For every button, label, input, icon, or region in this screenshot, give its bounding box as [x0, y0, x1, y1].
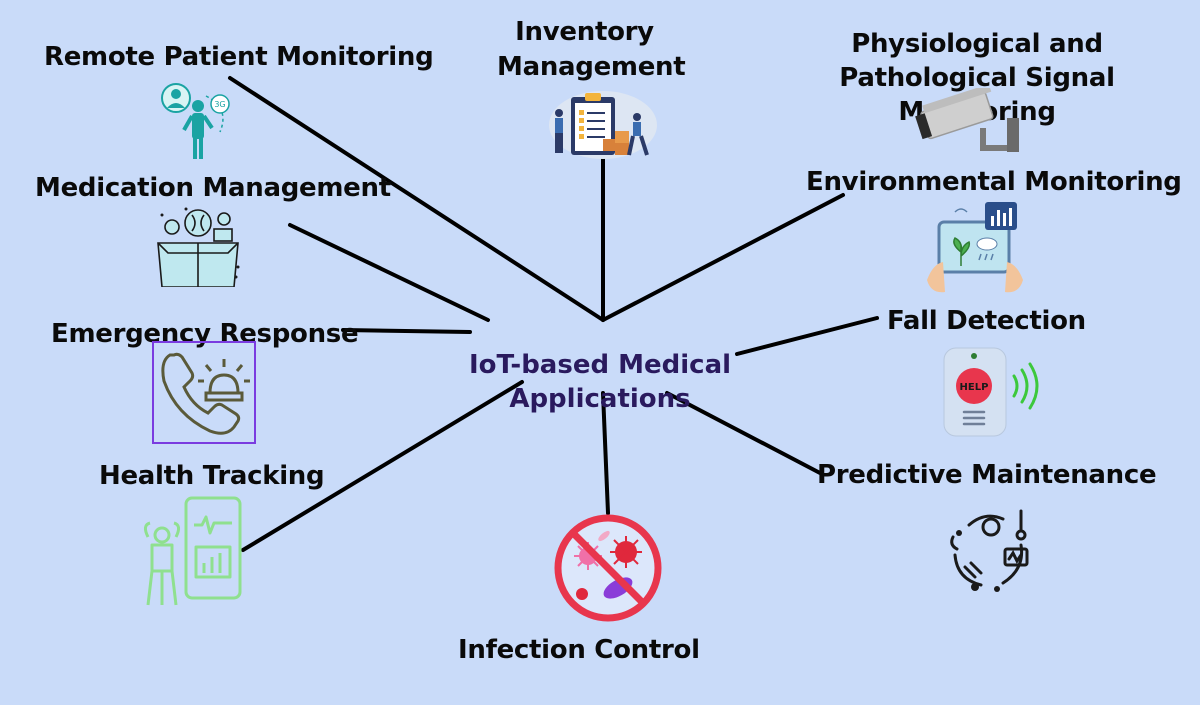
node-label-environment: Environmental Monitoring — [806, 167, 1182, 197]
brain-box-icon — [152, 205, 244, 287]
connector-medication — [288, 223, 490, 322]
node-label-health: Health Tracking — [99, 461, 325, 491]
sync-badge-label: 3G — [214, 100, 225, 109]
cctv-camera-icon — [915, 88, 1023, 156]
node-label-remote: Remote Patient Monitoring — [44, 42, 434, 72]
node-label-infection: Infection Control — [458, 635, 700, 665]
no-germs-icon — [552, 512, 664, 624]
node-label-emergency: Emergency Response — [51, 319, 359, 349]
connector-predictive — [665, 391, 822, 475]
node-label-predictive: Predictive Maintenance — [817, 460, 1157, 490]
inventory-checklist-icon — [545, 83, 661, 163]
node-label-medication: Medication Management — [35, 173, 391, 203]
connector-infection — [601, 391, 610, 515]
node-label-inventory: Inventory Management — [497, 17, 686, 82]
help-button-label: HELP — [960, 382, 989, 393]
fitness-phone-icon — [138, 495, 244, 610]
connector-remote — [228, 76, 605, 322]
connector-health — [241, 380, 524, 552]
gear-cycle-icon — [945, 505, 1037, 595]
connector-emergency — [341, 328, 472, 334]
remote-monitoring-icon: 3G — [158, 80, 240, 162]
connector-environment — [601, 193, 845, 322]
node-label-fall: Fall Detection — [887, 306, 1086, 336]
connector-fall — [735, 316, 879, 356]
tablet-plant-icon — [925, 200, 1025, 295]
help-button-icon: HELP — [942, 346, 1042, 438]
center-node-label: IoT-based Medical Applications — [468, 350, 732, 414]
phone-alarm-icon — [152, 341, 256, 444]
